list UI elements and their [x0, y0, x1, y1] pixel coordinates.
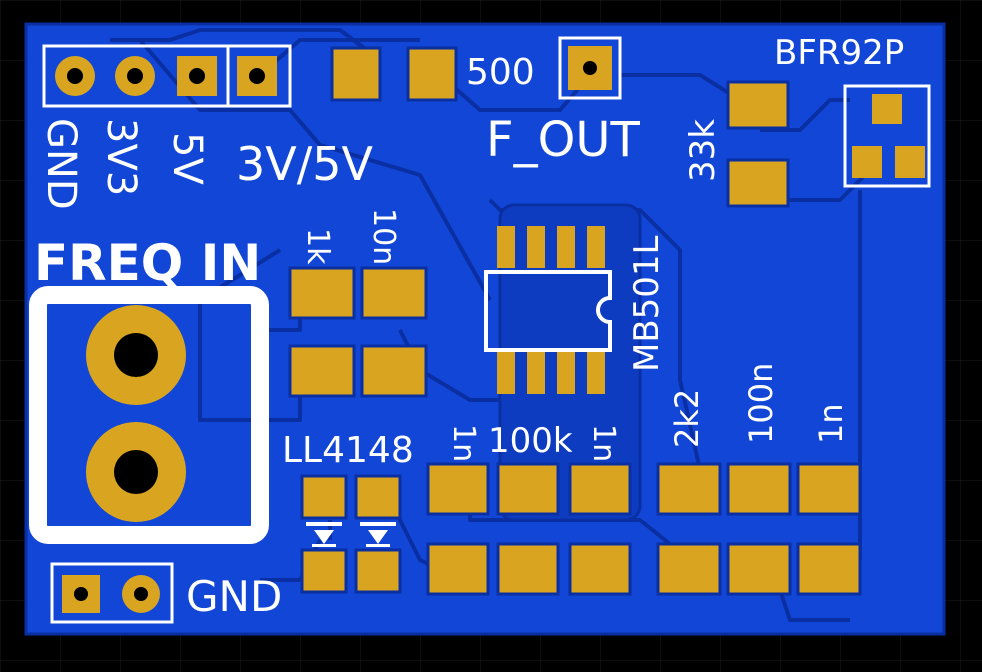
pad-1k-bottom: [288, 344, 356, 398]
bottom-row-pads: [426, 462, 862, 596]
diode-2-pad-bottom: [354, 548, 402, 594]
label-gnd-bottom: GND: [186, 572, 282, 621]
pad-10n-bottom: [360, 344, 428, 398]
label-diode: LL4148: [282, 430, 414, 471]
label-supply: 3V/5V: [236, 137, 373, 191]
label-r-500: 500: [466, 52, 535, 93]
header-outline: [42, 44, 292, 108]
gnd-header-pin-1-hole: [74, 587, 88, 601]
pad-500-left: [330, 46, 382, 102]
header-pins: [55, 56, 277, 96]
label-ic: MB501L: [627, 235, 667, 372]
transistor-pad-top: [872, 94, 902, 124]
pin-supply-hole: [249, 68, 265, 84]
label-gnd-vertical: GND: [38, 118, 84, 210]
pad-500-right: [406, 46, 458, 102]
label-c-1n-a: 1n: [446, 424, 481, 462]
pin-5v-hole: [189, 68, 205, 84]
label-r-2k2: 2k2: [668, 389, 706, 448]
label-freq-in: FREQ IN: [34, 234, 261, 292]
diode-symbols: [306, 522, 396, 547]
pin-gnd-hole: [67, 68, 83, 84]
label-transistor: BFR92P: [774, 33, 904, 73]
ic-body-outline: [484, 270, 612, 352]
label-c-100n: 100n: [742, 363, 780, 444]
pad-33k-bottom: [726, 158, 790, 208]
ic-pads: [497, 226, 605, 394]
label-r-100k: 100k: [488, 421, 573, 461]
label-c-1n-c: 1n: [812, 403, 850, 444]
label-f-out: F_OUT: [486, 112, 641, 168]
transistor-pad-left: [852, 146, 882, 178]
label-c-1n-b: 1n: [586, 424, 621, 462]
transistor-pad-right: [895, 146, 925, 178]
diode-2-pad-top: [354, 474, 402, 520]
label-c-10n: 10n: [366, 208, 401, 265]
diode-1-pad-bottom: [300, 548, 348, 594]
freq-in-pin-2-hole: [114, 450, 158, 494]
label-3v3-vertical: 3V3: [98, 118, 144, 196]
label-r-1k: 1k: [300, 228, 335, 265]
pad-1k-top: [288, 266, 356, 320]
gnd-header-outline: [50, 562, 174, 624]
pin-3v3-hole: [127, 68, 143, 84]
freq-in-pin-1-hole: [114, 333, 158, 377]
freq-in-connector-outline: [29, 286, 269, 544]
pad-10n-top: [360, 266, 428, 320]
pad-33k-top: [726, 80, 790, 130]
label-5v-vertical: 5V: [164, 132, 210, 185]
f-out-pad-hole: [583, 61, 597, 75]
label-r-33k: 33k: [683, 119, 723, 182]
gnd-header-pin-2-hole: [134, 587, 148, 601]
transistor-outline: [843, 84, 931, 188]
f-out-outline: [558, 36, 622, 100]
diode-1-pad-top: [300, 474, 348, 520]
